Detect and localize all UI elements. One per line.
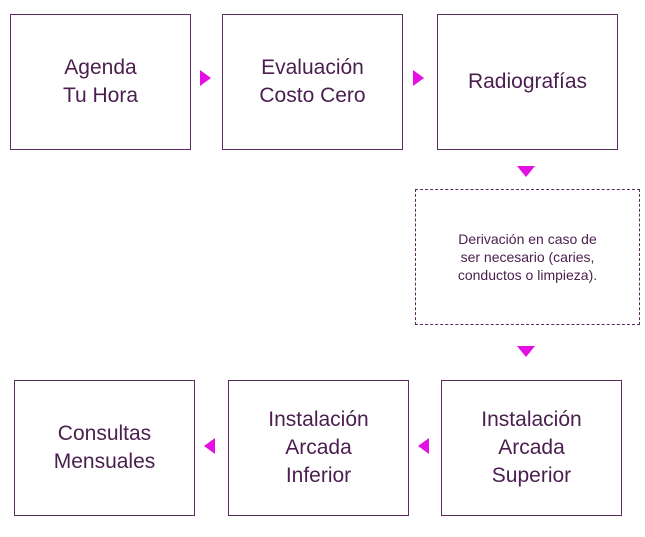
step-consultas-mensuales: Consultas Mensuales — [14, 380, 195, 516]
step-radiografias-label: Radiografías — [467, 70, 588, 93]
arrow-down-icon — [517, 166, 535, 177]
arrow-down-icon — [517, 346, 535, 357]
step-instalacion-arcada-inferior: Instalación Arcada Inferior — [228, 380, 409, 516]
step-agenda-tu-hora-label: Agenda Tu Hora — [62, 56, 139, 107]
arrow-right-icon — [413, 70, 424, 86]
step-radiografias: Radiografías — [437, 14, 618, 150]
arrow-right-icon — [200, 70, 211, 86]
derivation-note-text: Derivación en caso de ser necesario (car… — [457, 231, 598, 283]
arrow-left-icon — [204, 438, 215, 454]
arrow-left-icon — [418, 438, 429, 454]
derivation-note: Derivación en caso de ser necesario (car… — [415, 189, 640, 325]
step-consultas-mensuales-label: Consultas Mensuales — [53, 422, 156, 473]
step-instalacion-arcada-superior-label: Instalación Arcada Superior — [481, 408, 582, 487]
step-evaluacion-costo-cero-label: Evaluación Costo Cero — [259, 56, 366, 107]
step-instalacion-arcada-inferior-label: Instalación Arcada Inferior — [268, 408, 369, 487]
step-instalacion-arcada-superior: Instalación Arcada Superior — [441, 380, 622, 516]
step-agenda-tu-hora: Agenda Tu Hora — [10, 14, 191, 150]
step-evaluacion-costo-cero: Evaluación Costo Cero — [222, 14, 403, 150]
